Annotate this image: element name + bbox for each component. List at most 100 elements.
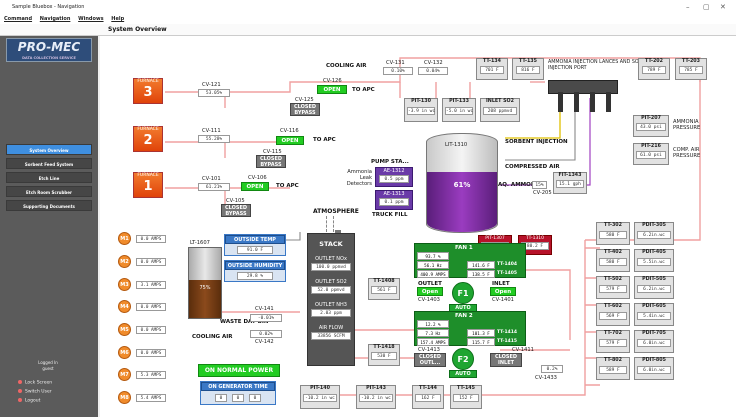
sidebar-item-supporting-documents[interactable]: Supporting Documents xyxy=(6,200,92,211)
fan2-f2-icon[interactable]: F2 xyxy=(452,348,474,370)
tt502-value: 579 F xyxy=(599,285,627,293)
switch-user-button[interactable]: Switch User xyxy=(18,389,52,395)
tt203-label: TT-203 xyxy=(682,59,700,64)
tt145-panel: TT-145 152 F xyxy=(450,385,482,409)
cv1413-state: CLOSED xyxy=(418,354,442,360)
pdit405-label: PDIT-405 xyxy=(642,250,666,255)
window-title: Sample Bluebox - Navigation xyxy=(12,4,85,10)
cv125-label: CV-125 xyxy=(295,97,314,103)
furnace-1-label: FURNACE xyxy=(137,173,159,178)
air-flow-value: 33856 SCFM xyxy=(311,332,351,340)
cv1433-value: 0.2% xyxy=(541,365,563,373)
cv106-open-button[interactable]: OPEN xyxy=(241,182,269,191)
sidebar-item-etch-room-scrubber[interactable]: Etch Room Scrubber xyxy=(6,186,92,197)
outlet-nh3-value: 2.03 ppm xyxy=(311,309,351,317)
air-flow-label: AIR FLOW xyxy=(318,325,344,331)
cv131-label: CV-131 xyxy=(386,60,405,66)
sidebar-item-etch-line[interactable]: Etch Line xyxy=(6,172,92,183)
login-status: Logged In guest xyxy=(8,360,88,371)
cv116-open-button[interactable]: OPEN xyxy=(276,136,304,145)
inlet-so2-label: INLET SO2 xyxy=(486,99,514,104)
cv141-value: -0.01% xyxy=(250,314,282,322)
motor-m7-amps: 5.3 AMPS xyxy=(136,371,166,379)
motor-m7-icon[interactable]: M7 xyxy=(118,368,131,381)
tank-level-value: 61% xyxy=(453,181,471,189)
atmosphere-arrow xyxy=(326,216,334,232)
fan1-hz: 56.1 Hz xyxy=(417,261,449,269)
tt502-label: TT-502 xyxy=(604,277,622,282)
cv1413-label: CV-1413 xyxy=(418,347,440,353)
logout-button[interactable]: Logout xyxy=(18,398,40,404)
tt802-value: 589 F xyxy=(599,366,627,374)
tt402-label: TT-402 xyxy=(604,250,622,255)
pit133-label: PIT-133 xyxy=(449,99,469,104)
generator-time-label: ON GENERATOR TIME xyxy=(201,382,275,391)
motor-m4-icon[interactable]: M4 xyxy=(118,300,131,313)
inlet-so2-value: 208 ppmvd xyxy=(483,107,517,115)
stack-title: STACK xyxy=(319,240,343,248)
maximize-icon[interactable]: ▢ xyxy=(703,3,710,11)
ae1313-panel[interactable]: AE-1313 0.1 ppm xyxy=(375,190,413,210)
pipe-pit-drop xyxy=(399,82,471,98)
pit130-label: PIT-130 xyxy=(411,99,431,104)
outlet-nox-label: OUTLET NOx xyxy=(315,256,347,262)
fan1-panel[interactable]: FAN 1 93.7 % 56.1 Hz 400.9 AMPS 141.6 F … xyxy=(414,243,526,278)
motor-m3-icon[interactable]: M3 xyxy=(118,278,131,291)
motor-m6-icon[interactable]: M6 xyxy=(118,346,131,359)
cv205-label: CV-205 xyxy=(533,190,552,196)
cv126-open-button[interactable]: OPEN xyxy=(317,85,347,94)
motor-m1-icon[interactable]: M1 xyxy=(118,232,131,245)
pdit405-value: 5.5in.wc xyxy=(637,258,671,266)
cv106-label: CV-106 xyxy=(248,175,267,181)
ae1312-panel[interactable]: AE-1312 0.5 ppm xyxy=(375,167,413,187)
pipe-right-taps xyxy=(585,247,600,386)
tt302-label: TT-302 xyxy=(604,223,622,228)
motor-m8-icon[interactable]: M8 xyxy=(118,391,131,404)
tt702-label: TT-702 xyxy=(604,331,622,336)
cv1403-open-button[interactable]: Open xyxy=(417,287,443,296)
stack-panel[interactable]: STACK OUTLET NOx 100.0 ppmvd OUTLET SO2 … xyxy=(307,233,355,366)
tt135-panel: TT-135 816 F xyxy=(512,58,544,80)
pdit705-value: 6.0in.wc xyxy=(637,339,671,347)
fan1-f1-icon[interactable]: F1 xyxy=(452,282,474,304)
lock-screen-button[interactable]: Lock Screen xyxy=(18,380,52,386)
cv1401-open-button[interactable]: Open xyxy=(490,287,516,296)
ammonia-injection-title: AMMONIA INJECTION LANCES AND SORBENT INJ… xyxy=(548,60,655,71)
menu-help[interactable]: Help xyxy=(111,16,125,22)
to-apc-2: TO APC xyxy=(313,137,336,143)
cv205-value: 15% xyxy=(532,181,547,189)
pit133-panel: PIT-133 -5.0 in wc xyxy=(442,98,476,122)
cv126-label: CV-126 xyxy=(323,78,342,84)
sidebar-item-system-overview[interactable]: System Overview xyxy=(6,144,92,155)
gen-seconds: 0 xyxy=(249,394,261,402)
outlet-so2-label: OUTLET SO2 xyxy=(315,279,347,285)
menu-command[interactable]: Command xyxy=(4,16,33,22)
menu-windows[interactable]: Windows xyxy=(78,16,104,22)
f2-auto-button[interactable]: AUTO xyxy=(449,370,477,378)
pdit705-label: PDIT-705 xyxy=(642,331,666,336)
motor-m1-amps: 0.0 AMPS xyxy=(136,235,166,243)
logout-icon xyxy=(18,398,22,402)
fan2-amps: 157.4 AMPS xyxy=(417,338,449,346)
sidebar-item-sorbent-feed[interactable]: Sorbent Feed System xyxy=(6,158,92,169)
close-icon[interactable]: ✕ xyxy=(720,3,726,11)
menu-navigation[interactable]: Navigation xyxy=(39,16,71,22)
cv142-label: CV-142 xyxy=(255,339,274,345)
motor-m5-icon[interactable]: M5 xyxy=(118,323,131,336)
motor-m2-icon[interactable]: M2 xyxy=(118,255,131,268)
fan2-panel[interactable]: FAN 2 12.2 % 7.3 Hz 157.4 AMPS 101.3 F 1… xyxy=(414,311,526,346)
minimize-icon[interactable]: – xyxy=(686,3,690,11)
cv101-label: CV-101 xyxy=(202,176,221,182)
ae1312-label: AE-1312 xyxy=(383,168,405,174)
